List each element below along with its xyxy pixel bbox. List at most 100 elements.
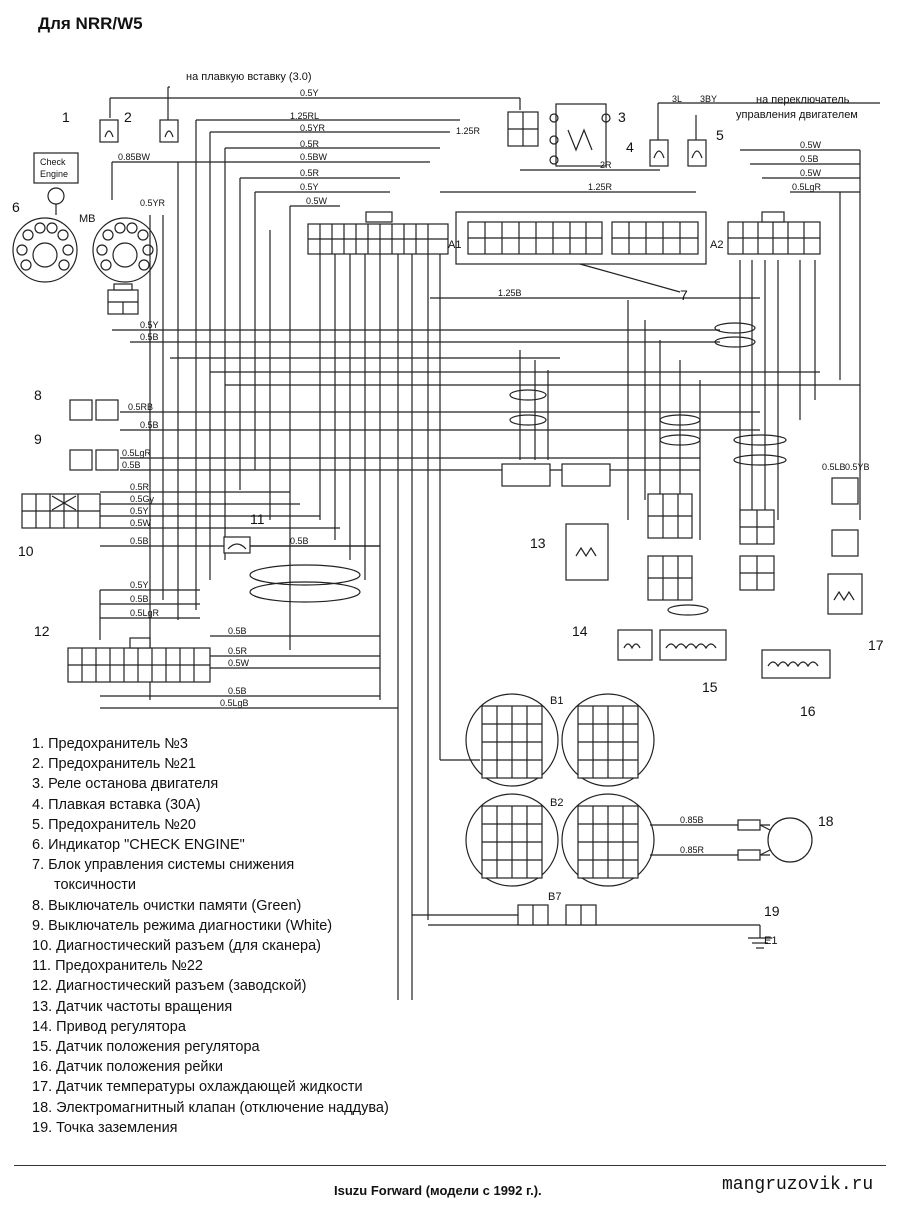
legend-item: 3. Реле останова двигателя [32, 776, 219, 793]
a2-label: A2 [710, 239, 723, 251]
fusible-link-note: на плавкую вставку (3.0) [186, 71, 312, 83]
connector-b2-right [561, 793, 655, 887]
legend-item: 12. Диагностический разъем (заводской) [32, 978, 307, 995]
wire-label: 0.5RB [128, 402, 153, 412]
legend-item: 17. Датчик температуры охлаждающей жидко… [32, 1079, 363, 1096]
legend-item: 6. Индикатор "CHECK ENGINE" [32, 837, 245, 854]
connector-b2-left [465, 793, 559, 887]
wire-label: 0.5R [228, 646, 248, 656]
wire-label: 0.85R [680, 845, 705, 855]
wire-label: 0.5LgR [122, 448, 152, 458]
wire-label: 0.5B [228, 686, 247, 696]
wire-label: 0.5B [140, 332, 159, 342]
mb-connector-left [12, 217, 78, 283]
vertical-wires [111, 120, 861, 1000]
wire-label: 0.5B [130, 594, 149, 604]
wire-label: 0.5Y [130, 506, 149, 516]
factory-diag-connector [67, 637, 211, 683]
wire-label: 3BY [700, 94, 717, 104]
coolant-temp-sensor [827, 573, 863, 615]
wire-label: 0.5B [290, 536, 309, 546]
shield-loops [509, 322, 787, 616]
fuse-2 [159, 119, 179, 143]
connector-b7 [517, 904, 597, 926]
rack-position-sensor [761, 649, 831, 679]
wire-label: 0.5LgB [220, 698, 249, 708]
wire-label: 0.5LgR [792, 182, 822, 192]
wire-label: 0.5B [122, 460, 141, 470]
callout-17: 17 [868, 637, 884, 653]
legend-item-continuation: токсичности [54, 877, 137, 894]
callout-14: 14 [572, 623, 588, 639]
wire-label: 0.5W [800, 140, 822, 150]
wire-label: 0.5Y [130, 580, 149, 590]
legend-item: 15. Датчик положения регулятора [32, 1039, 260, 1056]
fuse-11 [223, 536, 361, 603]
indicator-line-1: Check [40, 157, 66, 167]
callout-15: 15 [702, 679, 718, 695]
wire-label: 0.5BW [300, 152, 328, 162]
wire-label: 0.5B [228, 626, 247, 636]
wire-label: 0.5W [228, 658, 250, 668]
mb-label: MB [79, 213, 96, 225]
legend-item: 11. Предохранитель №22 [32, 958, 203, 975]
indicator-line-2: Engine [40, 169, 68, 179]
wire-label: 0.5R [300, 139, 320, 149]
wire-label: 0.5W [800, 168, 822, 178]
callout-12: 12 [34, 623, 50, 639]
b2-label: B2 [550, 797, 563, 809]
wire-label: 0.5W [130, 518, 152, 528]
wire-label: 0.85BW [118, 152, 151, 162]
callout-3: 3 [618, 109, 626, 125]
legend-item: 7. Блок управления системы снижения [32, 857, 295, 874]
legend-item: 9. Выключатель режима диагностики (White… [32, 917, 333, 934]
wire-label: 0.5W [306, 196, 328, 206]
fuse-5 [687, 139, 707, 167]
switch-note-2: управления двигателем [736, 109, 858, 121]
wire-label: 0.5YR [300, 123, 326, 133]
callout-19: 19 [764, 903, 780, 919]
ground-point [748, 925, 772, 949]
footer-site-link[interactable]: mangruzovik.ru [722, 1175, 874, 1195]
callout-2: 2 [124, 109, 132, 125]
wire-label: 0.5LB [822, 462, 846, 472]
wire-label: 0.5YR [140, 198, 166, 208]
callout-18: 18 [818, 813, 834, 829]
component-legend: 1. Предохранитель №3 2. Предохранитель №… [32, 734, 532, 1138]
wire-label: 1.25B [498, 288, 522, 298]
speed-sensor [565, 523, 609, 581]
connector-b1-right [561, 693, 655, 787]
wire-label: 0.5YB [845, 462, 870, 472]
wire-label: 0.5Y [300, 88, 319, 98]
legend-item: 5. Предохранитель №20 [32, 816, 196, 833]
governor-position-sensor [659, 629, 727, 661]
callout-9: 9 [34, 431, 42, 447]
scanner-diag-connector [21, 493, 101, 529]
engine-stop-relay [507, 103, 611, 167]
callout-7: 7 [680, 287, 688, 303]
wire-label: 0.5Gy [130, 494, 155, 504]
b1-label: B1 [550, 695, 563, 707]
callout-13: 13 [530, 535, 546, 551]
callout-8: 8 [34, 387, 42, 403]
legend-item: 19. Точка заземления [32, 1119, 178, 1136]
callout-11: 11 [250, 511, 265, 527]
wire-label: 0.5R [130, 482, 150, 492]
two-pin-connector [107, 283, 139, 315]
legend-item: 14. Привод регулятора [32, 1018, 186, 1035]
page-title: Для NRR/W5 [38, 14, 143, 33]
wire-label: 3L [672, 94, 682, 104]
legend-item: 8. Выключатель очистки памяти (Green) [32, 897, 302, 914]
memory-clear-switch [69, 399, 119, 421]
wire-label: 0.5LgR [130, 608, 160, 618]
callout-10: 10 [18, 543, 34, 559]
callout-5: 5 [716, 127, 724, 143]
wire-label: 0.5B [140, 420, 159, 430]
solenoid-valve [737, 817, 813, 863]
top-feed-wires [109, 86, 880, 207]
wire-label: 0.5B [130, 536, 149, 546]
wire-label: 2R [600, 160, 612, 170]
wire-labels: 0.5Y 1.25RL 0.5YR 0.5R 0.85BW 0.5BW 0.5Y… [118, 88, 870, 855]
callout-6: 6 [12, 199, 20, 215]
